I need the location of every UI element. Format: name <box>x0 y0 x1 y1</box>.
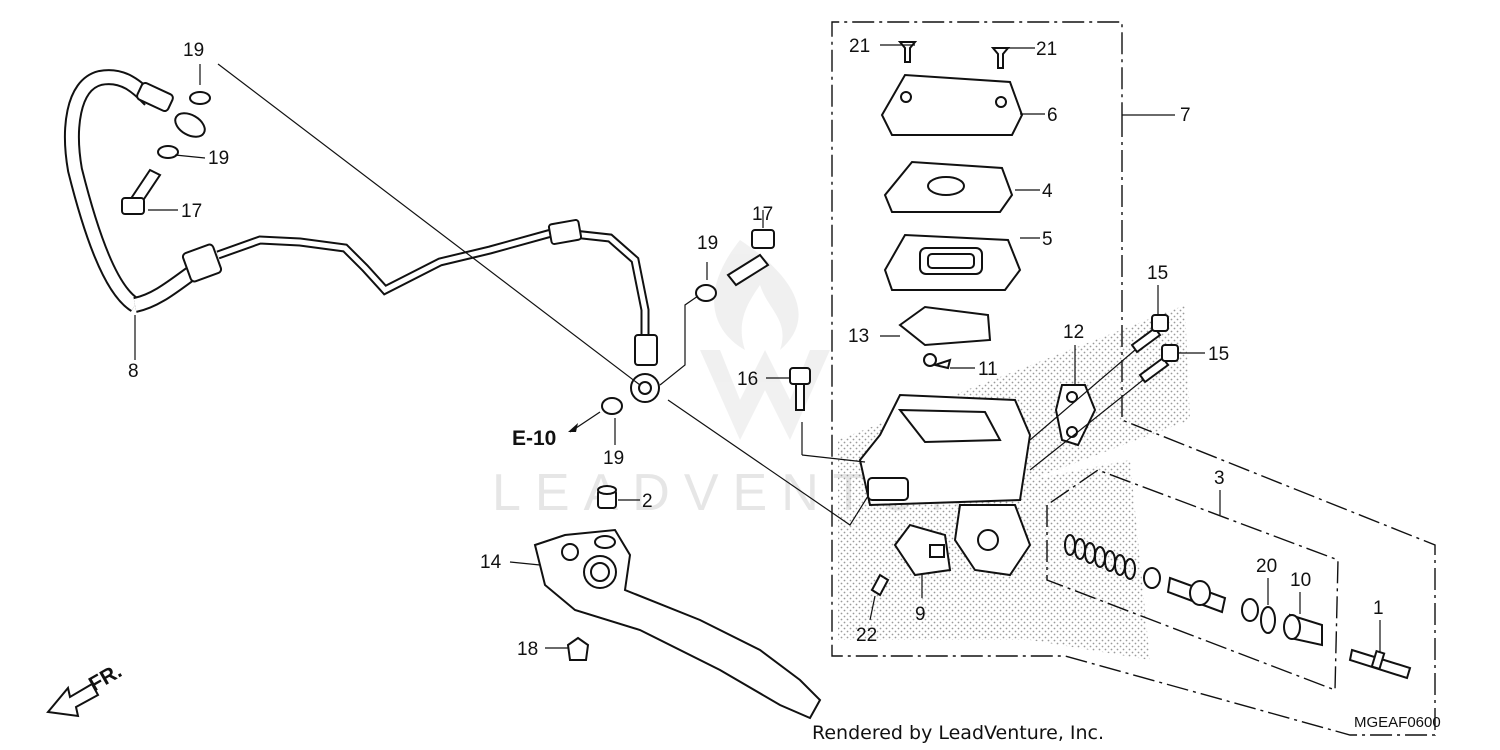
callout-6: 6 <box>1047 105 1058 126</box>
brake-hose <box>63 69 658 366</box>
lever-bushing <box>597 485 617 509</box>
master-cylinder-body <box>858 393 1032 577</box>
callout-9: 9 <box>915 604 926 625</box>
callout-2: 2 <box>642 491 653 512</box>
callout-22: 22 <box>856 625 877 646</box>
callout-17-left: 17 <box>181 201 202 222</box>
assembly-box-7 <box>831 21 1436 736</box>
callout-17-right: 17 <box>752 204 773 225</box>
push-rod <box>1348 620 1412 680</box>
reservoir-cap <box>880 73 1024 136</box>
callout-20: 20 <box>1256 556 1277 577</box>
callout-10: 10 <box>1290 570 1311 591</box>
piston-kit <box>1064 534 1323 647</box>
callout-19-top: 19 <box>183 40 204 61</box>
callout-labels: 1 2 3 4 5 6 7 8 9 10 11 12 13 14 15 15 1… <box>128 36 1384 660</box>
watermark-logo <box>700 240 830 440</box>
callout-19-bottom: 19 <box>603 448 624 469</box>
callout-14: 14 <box>480 552 502 573</box>
callout-16: 16 <box>737 369 758 390</box>
render-credit: Rendered by LeadVenture, Inc. <box>812 722 1104 744</box>
callout-21-right: 21 <box>1036 39 1057 60</box>
reference-arrow <box>568 423 578 432</box>
callout-19-right: 19 <box>697 233 718 254</box>
callout-12: 12 <box>1063 322 1084 343</box>
lever-pivot-nut <box>566 636 590 661</box>
callout-5: 5 <box>1042 229 1053 250</box>
callout-11: 11 <box>978 359 998 380</box>
brake-light-switch <box>870 523 952 598</box>
callout-13: 13 <box>848 326 869 347</box>
float-plate <box>898 305 992 347</box>
diaphragm <box>883 233 1022 291</box>
callout-15-upper: 15 <box>1147 263 1168 284</box>
callout-21-left: 21 <box>849 36 870 57</box>
callout-18: 18 <box>517 639 538 660</box>
cap-screws <box>897 41 1011 69</box>
callout-3: 3 <box>1214 468 1225 489</box>
callout-15-lower: 15 <box>1208 344 1229 365</box>
diaphragm-plate <box>883 160 1014 213</box>
front-arrow-icon <box>46 682 100 718</box>
sensor-clip <box>923 353 952 370</box>
banjo-fitting-lower <box>601 229 775 415</box>
callout-1: 1 <box>1373 598 1384 619</box>
callout-7: 7 <box>1180 105 1191 126</box>
pivot-bolt <box>789 367 866 463</box>
banjo-fitting-upper <box>121 91 211 215</box>
callout-19-mid: 19 <box>208 148 229 169</box>
reference-e10: E-10 <box>512 427 556 450</box>
holder-bolts <box>1029 314 1179 471</box>
brake-lever <box>533 528 822 720</box>
callout-4: 4 <box>1042 181 1053 202</box>
callout-8: 8 <box>128 361 139 382</box>
assembly-box-3 <box>1046 469 1339 692</box>
diagram-code: MGEAF0600 <box>1354 714 1441 731</box>
leader-lines-right <box>509 44 1301 649</box>
